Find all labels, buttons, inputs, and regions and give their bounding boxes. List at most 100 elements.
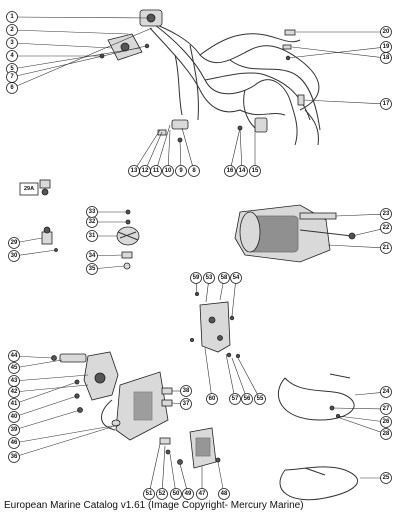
callout-bubble [380, 403, 392, 415]
callout-number: 24 [383, 389, 390, 395]
callout-number: 10 [165, 168, 172, 174]
callout-23: 23 [380, 208, 392, 220]
callout-number: 41 [11, 401, 18, 407]
callout-number: 48 [221, 491, 228, 497]
callout-bubble [380, 41, 392, 53]
callout-19: 19 [380, 41, 392, 53]
callout-bubble [224, 165, 236, 177]
callout-14: 14 [236, 165, 248, 177]
callout-bubble [188, 165, 200, 177]
callout-bubble [6, 50, 18, 62]
callout-3: 3 [6, 37, 18, 49]
callout-leader-14 [239, 127, 243, 172]
callout-47: 47 [196, 488, 208, 500]
callout-leader-54 [231, 277, 237, 317]
callout-number: 42 [11, 389, 18, 395]
callout-number: 19 [383, 44, 390, 50]
callout-bubble [196, 488, 208, 500]
connector-17 [297, 94, 305, 106]
callout-leader-28 [339, 417, 387, 435]
callout-bubble [6, 24, 18, 36]
callout-bubble [8, 411, 20, 423]
callout-bubble [8, 250, 20, 262]
callout-number: 20 [383, 29, 390, 35]
callout-leader-21 [327, 244, 387, 249]
callout-leader-36 [13, 424, 119, 458]
callout-bubble [380, 386, 392, 398]
callout-leader-57 [225, 353, 236, 400]
callout-bubble [175, 165, 187, 177]
callout-13: 13 [128, 165, 140, 177]
callout-28: 28 [380, 428, 392, 440]
callout-60: 60 [206, 393, 218, 405]
callout-number: 47 [199, 491, 206, 497]
callout-number: 38 [183, 388, 190, 394]
callout-35: 35 [86, 263, 98, 275]
callout-number: 26 [383, 419, 390, 425]
callout-number: 35 [89, 266, 96, 272]
battery-cable-24 [277, 373, 355, 421]
callout-leader-43 [13, 374, 89, 382]
switch-part-29 [41, 226, 58, 252]
callout-bubble [249, 165, 261, 177]
callout-bubble [86, 206, 98, 218]
callout-15: 15 [249, 165, 261, 177]
callout-bubble [218, 488, 230, 500]
callout-bubble [380, 208, 392, 220]
terminal-20 [284, 29, 296, 36]
callout-bubble [8, 237, 20, 249]
callout-bubble [380, 26, 392, 38]
callout-number: 58 [221, 275, 228, 281]
wiring-harness [149, 21, 321, 146]
callout-number: 60 [209, 396, 216, 402]
callout-bubble [8, 350, 20, 362]
callout-leader-55 [237, 357, 261, 400]
callout-bubble [180, 385, 192, 397]
callout-bubble [8, 375, 20, 387]
callout-bubble [143, 488, 155, 500]
callout-bubble [254, 393, 266, 405]
starter-motor [234, 204, 356, 263]
callout-number: 52 [159, 491, 166, 497]
callout-43: 43 [8, 375, 20, 387]
callout-number: 55 [257, 396, 264, 402]
callout-52: 52 [156, 488, 168, 500]
callout-leader-39 [13, 409, 81, 431]
callout-18: 18 [380, 52, 392, 64]
callout-number: 13 [131, 168, 138, 174]
callout-number: 25 [383, 475, 390, 481]
callout-9: 9 [175, 165, 187, 177]
callout-number: 9 [179, 168, 183, 174]
callout-51: 51 [143, 488, 155, 500]
callout-bubble [8, 437, 20, 449]
callout-number: 22 [383, 225, 390, 231]
callout-29: 29 [8, 237, 20, 249]
callout-number: 2 [10, 27, 14, 33]
callout-leader-46 [13, 425, 113, 444]
callout-number: 29 [11, 240, 18, 246]
callout-number: 59 [193, 275, 200, 281]
callout-leader-51 [148, 443, 161, 495]
callout-number: 3 [10, 40, 14, 46]
callout-leader-5 [11, 47, 141, 70]
callout-bubble [86, 263, 98, 275]
callout-bubble [206, 393, 218, 405]
callout-27: 27 [380, 403, 392, 415]
callout-2: 2 [6, 24, 18, 36]
callout-leader-12 [144, 131, 163, 172]
callout-number: 23 [383, 211, 390, 217]
callout-bubble [8, 362, 20, 374]
callout-bubble [182, 488, 194, 500]
callout-number: 11 [153, 168, 160, 174]
callout-bubble [86, 250, 98, 262]
callout-number: 56 [244, 396, 251, 402]
callout-number: 34 [89, 253, 96, 259]
callout-number: 8 [192, 168, 196, 174]
callout-leader-56 [231, 357, 248, 400]
callout-number: 51 [146, 491, 153, 497]
callout-number: 45 [11, 365, 18, 371]
callout-59: 59 [190, 272, 202, 284]
callout-bubble [380, 428, 392, 440]
